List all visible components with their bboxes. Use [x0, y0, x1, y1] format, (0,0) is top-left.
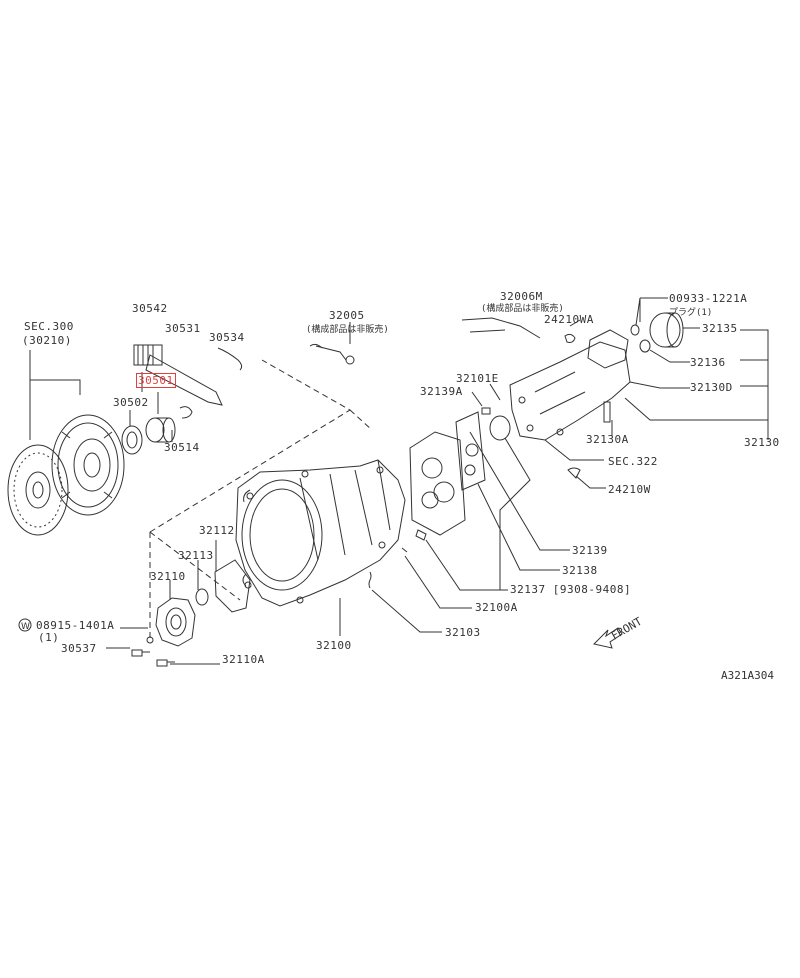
clip [567, 467, 581, 479]
label-32139[interactable]: 32139 [572, 544, 608, 557]
label-08915-qty: (1) [38, 631, 60, 644]
adapter-gasket [455, 411, 486, 491]
withdrawal-lever [145, 354, 223, 406]
label-32139a[interactable]: 32139A [420, 385, 463, 398]
leader [740, 329, 769, 440]
seal-ring [639, 339, 651, 353]
label-32006m[interactable]: 32006M [500, 290, 543, 303]
gasket-hole [464, 464, 476, 476]
leader [499, 437, 531, 591]
label-08915[interactable]: 08915-1401A [36, 619, 115, 632]
bolt [156, 659, 175, 667]
leader [624, 397, 768, 421]
plug-spring [368, 571, 372, 589]
dowel-pin [401, 547, 408, 553]
leader [477, 483, 560, 571]
label-32136[interactable]: 32136 [690, 356, 726, 369]
label-32005[interactable]: 32005 [329, 309, 365, 322]
label-32103[interactable]: 32103 [445, 626, 481, 639]
washer [146, 636, 154, 644]
label-sec300[interactable]: SEC.300 [24, 320, 74, 333]
assembly-line [149, 359, 373, 640]
harness [309, 343, 347, 361]
leader [471, 391, 483, 407]
label-32138[interactable]: 32138 [562, 564, 598, 577]
washer-marker-icon [18, 618, 32, 632]
bolt [481, 407, 491, 415]
gasket [214, 559, 251, 613]
diagram-code: A321A304 [721, 669, 774, 682]
label-32112[interactable]: 32112 [199, 524, 235, 537]
bolt [603, 401, 611, 423]
label-32113[interactable]: 32113 [178, 549, 214, 562]
label-30501-highlighted[interactable]: 30501 [136, 373, 176, 388]
gasket-hole [465, 443, 479, 457]
label-30531[interactable]: 30531 [165, 322, 201, 335]
oil-seal [195, 588, 209, 606]
dowel-pin [415, 529, 427, 541]
clutch-disc [7, 444, 69, 536]
bearing-retainer [489, 415, 511, 441]
lever-retainer [217, 347, 243, 371]
plug [649, 312, 684, 348]
leader [489, 383, 501, 401]
label-32110[interactable]: 32110 [150, 570, 186, 583]
label-32130[interactable]: 32130 [744, 436, 780, 449]
leader [425, 539, 508, 591]
label-24210wa[interactable]: 24210WA [544, 313, 594, 326]
washer-marker: W [21, 622, 30, 632]
leader [469, 431, 570, 551]
clutch-housing [235, 459, 406, 607]
extension-housing [509, 329, 631, 441]
front-arrow-icon [593, 627, 623, 649]
label-32005-note: (構成部品は非販売) [306, 325, 389, 335]
label-32006m-note: (構成部品は非販売) [481, 304, 564, 314]
clutch-cover [51, 414, 125, 516]
label-32110a[interactable]: 32110A [222, 653, 265, 666]
label-32137[interactable]: 32137 [9308-9408] [510, 583, 632, 596]
leader [544, 439, 604, 461]
leader [404, 555, 472, 609]
label-32101e[interactable]: 32101E [456, 372, 499, 385]
adapter-plate [409, 431, 466, 536]
release-bearing [121, 425, 143, 455]
spring-clip [179, 406, 193, 419]
sec300-leader [29, 350, 81, 440]
dust-boot [133, 344, 163, 366]
o-ring [630, 324, 640, 336]
clip [564, 333, 576, 343]
label-30537[interactable]: 30537 [61, 642, 97, 655]
label-32100[interactable]: 32100 [316, 639, 352, 652]
label-00933[interactable]: 00933-1221A [669, 292, 748, 305]
label-32130d[interactable]: 32130D [690, 381, 733, 394]
leader [629, 381, 690, 389]
assembly-line [149, 531, 241, 601]
label-30534[interactable]: 30534 [209, 331, 245, 344]
label-30542[interactable]: 30542 [132, 302, 168, 315]
label-sec322[interactable]: SEC.322 [608, 455, 658, 468]
label-30502[interactable]: 30502 [113, 396, 149, 409]
label-32100a[interactable]: 32100A [475, 601, 518, 614]
leader [569, 319, 581, 327]
bearing-sleeve [145, 417, 176, 443]
leader [371, 589, 442, 633]
label-sec300-sub: (30210) [22, 334, 72, 347]
label-30514[interactable]: 30514 [164, 441, 200, 454]
front-label: FRONT [609, 615, 645, 643]
label-24210w[interactable]: 24210W [608, 483, 651, 496]
harness [461, 317, 541, 339]
leader [649, 349, 690, 363]
connector [345, 355, 355, 365]
leader [635, 297, 668, 326]
label-00933-note: プラグ(1) [669, 308, 713, 318]
leader [575, 475, 606, 489]
label-32135[interactable]: 32135 [702, 322, 738, 335]
front-cover [155, 597, 196, 647]
label-32130a[interactable]: 32130A [586, 433, 629, 446]
bolt [131, 649, 150, 657]
